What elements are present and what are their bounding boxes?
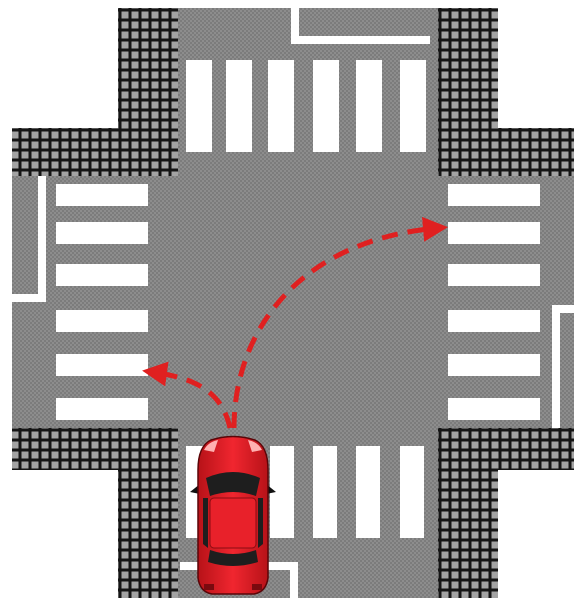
crosswalk-stripe — [56, 184, 148, 206]
intersection-box — [178, 176, 438, 428]
sidewalk-sw — [12, 428, 178, 598]
crosswalk-stripe — [226, 60, 252, 152]
car-windshield — [206, 472, 260, 496]
crosswalk-stripe — [448, 398, 540, 420]
crosswalk-stripe — [448, 310, 540, 332]
car-headlight-right — [248, 440, 262, 452]
crosswalk-stripe — [56, 264, 148, 286]
crosswalk-stripe — [56, 354, 148, 376]
car-taillight-left — [204, 584, 214, 590]
turn-arrows — [142, 216, 448, 429]
sidewalk-se — [438, 428, 574, 598]
sidewalks — [12, 8, 574, 598]
crosswalk-stripe — [356, 446, 380, 538]
crosswalk-stripe — [313, 446, 337, 538]
crosswalk-stripe — [56, 310, 148, 332]
crosswalk-stripe — [448, 222, 540, 244]
car-side-window-right — [258, 498, 263, 548]
crosswalk-stripe — [313, 60, 339, 152]
crosswalk-stripe — [186, 60, 212, 152]
east-stop-line — [552, 305, 574, 428]
crosswalk-stripe — [448, 354, 540, 376]
crosswalk-stripe — [356, 60, 382, 152]
crosswalk-stripe — [400, 60, 426, 152]
west-stop-line — [12, 176, 46, 302]
crosswalk-stripe — [448, 184, 540, 206]
sidewalk-ne — [438, 8, 574, 176]
crosswalk-west — [56, 184, 148, 420]
east-approach — [438, 176, 574, 428]
north-approach — [178, 8, 438, 176]
car-taillight-right — [252, 584, 262, 590]
crosswalk-stripe — [56, 398, 148, 420]
crosswalk-stripe — [268, 60, 294, 152]
crosswalk-east — [448, 184, 540, 420]
right-turn-arrow — [231, 216, 448, 429]
sidewalk-nw — [12, 8, 178, 176]
car-roof — [209, 497, 257, 549]
car-headlight-left — [204, 440, 218, 452]
crosswalk-stripe — [56, 222, 148, 244]
left-turn-arrow — [142, 361, 233, 429]
red-car — [190, 435, 276, 595]
crosswalk-stripe — [400, 446, 424, 538]
crosswalk-north — [186, 60, 426, 152]
north-stop-line — [291, 8, 430, 44]
crosswalk-stripe — [448, 264, 540, 286]
car-rear-window — [208, 550, 258, 566]
car-side-window-left — [203, 498, 208, 548]
